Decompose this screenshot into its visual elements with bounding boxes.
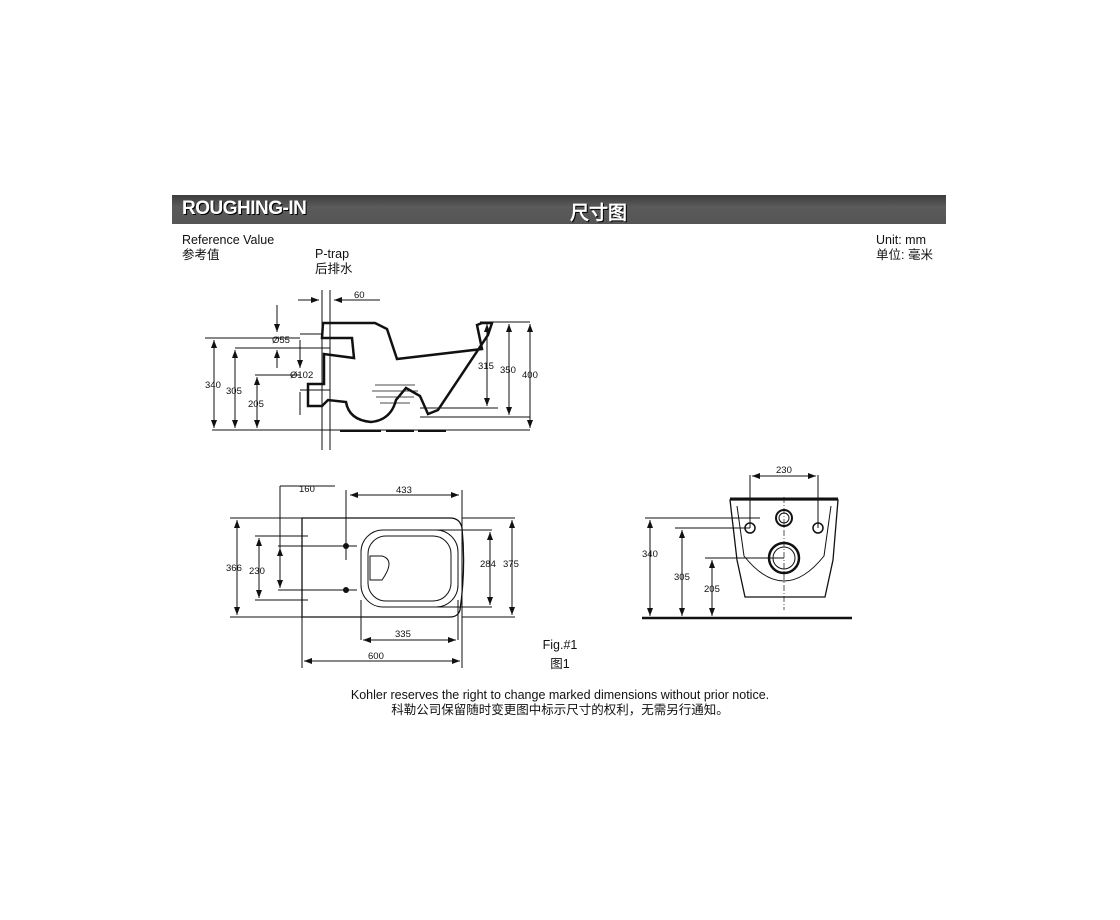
dim-433: 433 [396, 485, 412, 496]
front-dim-340: 340 [642, 549, 658, 560]
dim-284: 284 [480, 559, 496, 570]
unit-label: Unit: mm 单位: 毫米 [876, 233, 933, 263]
figure-label-en: Fig.#1 [542, 638, 578, 652]
section-title: ROUGHING-IN [182, 198, 307, 219]
top-view [230, 485, 515, 668]
unit-label-en: Unit: mm [876, 233, 926, 247]
dim-230: 230 [249, 566, 265, 577]
dim-dia-102: Ø102 [290, 370, 313, 381]
disclaimer-en: Kohler reserves the right to change mark… [350, 688, 770, 702]
figure-label: Fig.#1 图1 [500, 638, 620, 672]
front-dim-305: 305 [674, 572, 690, 583]
dim-60: 60 [354, 290, 365, 301]
front-view [642, 473, 852, 620]
disclaimer-cn: 科勒公司保留随时变更图中标示尺寸的权利，无需另行通知。 [391, 703, 729, 717]
front-dim-230: 230 [776, 465, 792, 476]
reference-label-en: Reference Value [182, 233, 275, 247]
reference-label: Reference Value 参考值 [182, 233, 274, 263]
dim-600: 600 [368, 651, 384, 662]
dim-350: 350 [500, 365, 516, 376]
ptrap-label: P-trap 后排水 [315, 247, 353, 277]
dim-160: 160 [299, 484, 315, 495]
dim-400: 400 [522, 370, 538, 381]
mounting-bolt-lower [343, 587, 349, 593]
figure-label-cn: 图1 [550, 657, 570, 671]
dim-375: 375 [503, 559, 519, 570]
unit-label-cn: 单位: 毫米 [876, 248, 933, 262]
disclaimer: Kohler reserves the right to change mark… [260, 688, 860, 718]
mounting-bolt-upper [343, 543, 349, 549]
dim-340: 340 [205, 380, 221, 391]
dim-366: 366 [226, 563, 242, 574]
section-header-bar: ROUGHING-IN 尺寸图 [172, 195, 946, 224]
ptrap-label-cn: 后排水 [315, 262, 353, 276]
dim-315: 315 [478, 361, 494, 372]
front-dim-205: 205 [704, 584, 720, 595]
dim-dia-55: Ø55 [272, 335, 290, 346]
section-title-cn: 尺寸图 [570, 203, 628, 224]
dim-335: 335 [395, 629, 411, 640]
side-view [205, 290, 533, 450]
ptrap-label-en: P-trap [315, 247, 350, 261]
dim-205: 205 [248, 399, 264, 410]
dim-305: 305 [226, 386, 242, 397]
reference-label-cn: 参考值 [182, 248, 220, 262]
